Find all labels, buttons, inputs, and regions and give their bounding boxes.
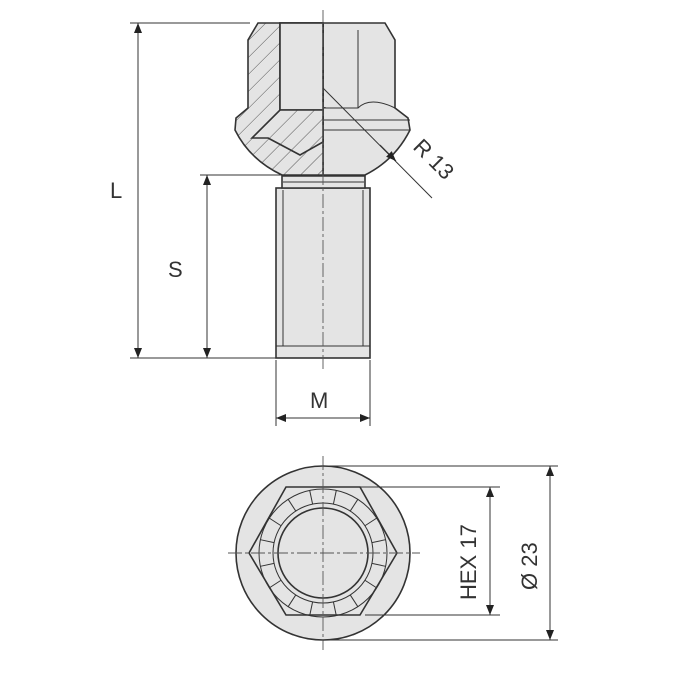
bolt-side-view <box>234 10 411 370</box>
slot-edge <box>309 601 314 616</box>
slot-edge <box>364 579 377 589</box>
radius-leader <box>322 87 433 199</box>
label-l: L <box>110 178 122 203</box>
slot-edge <box>364 517 377 527</box>
slot-edge <box>332 490 337 505</box>
bolt-top-view <box>228 456 420 650</box>
slot-edge <box>332 601 337 616</box>
head-right <box>322 22 411 176</box>
label-s: S <box>168 257 183 282</box>
label-m: M <box>310 388 328 413</box>
slot-edge <box>269 517 282 527</box>
label-diameter: Ø 23 <box>517 542 542 590</box>
slot-edge <box>371 562 386 567</box>
label-radius: R 13 <box>408 134 459 185</box>
slot-edge <box>349 594 359 607</box>
slot-edge <box>309 490 314 505</box>
slot-edge <box>260 562 275 567</box>
slot-edge <box>349 499 359 512</box>
slot-edge <box>287 594 297 607</box>
slot-edge <box>269 579 282 589</box>
slot-edge <box>260 539 275 544</box>
slot-edge <box>371 539 386 544</box>
slot-edge <box>287 499 297 512</box>
dimensions-top: HEX 17 Ø 23 <box>323 465 558 641</box>
castellation-slots <box>260 490 386 616</box>
label-hex: HEX 17 <box>456 524 481 600</box>
